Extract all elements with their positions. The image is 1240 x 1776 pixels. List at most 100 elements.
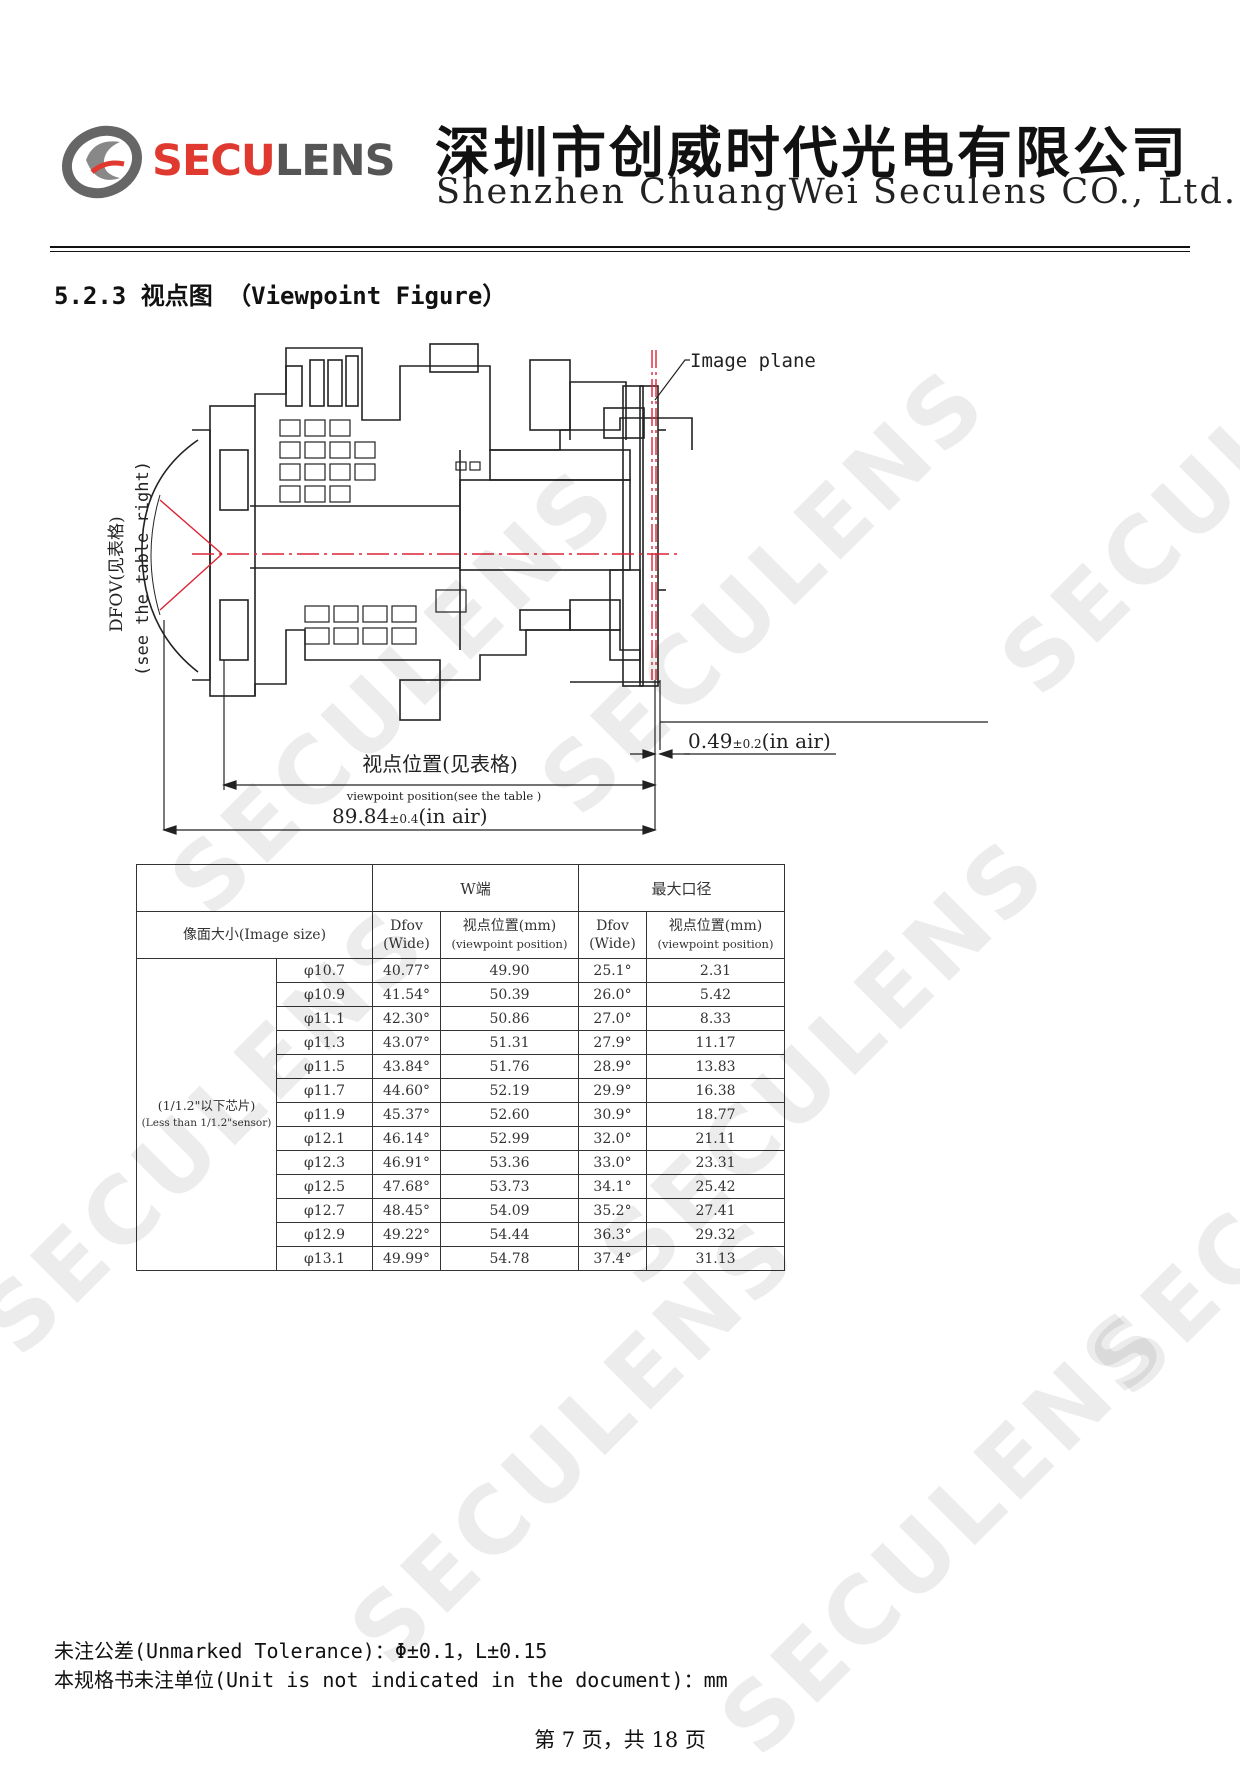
dfov-header-text: Dfov (596, 918, 629, 934)
viewpoint-header-sub: (viewpoint position) (657, 937, 774, 951)
max-viewpoint-cell: 25.42 (646, 1174, 785, 1199)
table-body: (1/1.2"以下芯片) (Less than 1/1.2"sensor) φ10.… (136, 958, 785, 1271)
max-dfov-cell: 28.9° (578, 1054, 647, 1079)
w-viewpoint-cell: 54.09 (440, 1198, 579, 1223)
tolerance-note: 未注公差(Unmarked Tolerance)：Φ±0.1，L±0.15 (54, 1639, 548, 1663)
brand-wordmark: SECULENS (152, 136, 396, 186)
image-size-header: 像面大小(Image size) (136, 911, 373, 959)
sensor-group-label: (1/1.2"以下芯片) (157, 1098, 256, 1113)
length-value: 89.84 (332, 804, 389, 828)
image-size-cell: φ10.7 (276, 958, 373, 983)
dfov-header: Dfov(Wide) (578, 911, 647, 959)
max-viewpoint-cell: 16.38 (646, 1078, 785, 1103)
w-dfov-cell: 43.07° (372, 1030, 441, 1055)
image-size-cell: φ11.5 (276, 1054, 373, 1079)
image-size-cell: φ12.5 (276, 1174, 373, 1199)
max-dfov-cell: 36.3° (578, 1222, 647, 1247)
w-dfov-cell: 47.68° (372, 1174, 441, 1199)
offset-value: 0.49 (688, 729, 733, 753)
w-dfov-cell: 42.30° (372, 1006, 441, 1031)
dfov-sub-label: (see the table right) (133, 461, 153, 676)
offset-tolerance: ±0.2 (733, 737, 762, 751)
w-viewpoint-cell: 51.31 (440, 1030, 579, 1055)
max-viewpoint-cell: 13.83 (646, 1054, 785, 1079)
sensor-group-sub: (Less than 1/1.2"sensor) (141, 1117, 272, 1129)
image-size-cell: φ12.7 (276, 1198, 373, 1223)
w-viewpoint-cell: 50.39 (440, 982, 579, 1007)
section-title: 5.2.3 视点图 （Viewpoint Figure） (54, 282, 507, 310)
w-viewpoint-cell: 49.90 (440, 958, 579, 983)
w-viewpoint-cell: 54.44 (440, 1222, 579, 1247)
watermark: SECULENS (1070, 927, 1240, 1416)
brand-red: SECU (152, 136, 276, 186)
max-viewpoint-cell: 11.17 (646, 1030, 785, 1055)
image-size-cell: φ12.1 (276, 1126, 373, 1151)
length-unit: (in air) (418, 804, 487, 828)
max-viewpoint-cell: 21.11 (646, 1126, 785, 1151)
corner-cell (136, 864, 373, 912)
image-size-cell: φ11.7 (276, 1078, 373, 1103)
max-viewpoint-cell: 27.41 (646, 1198, 785, 1223)
company-name-en: Shenzhen ChuangWei Seculens CO., Ltd. (436, 172, 1237, 212)
max-dfov-cell: 26.0° (578, 982, 647, 1007)
image-size-cell: φ12.9 (276, 1222, 373, 1247)
w-viewpoint-cell: 52.99 (440, 1126, 579, 1151)
max-viewpoint-cell: 8.33 (646, 1006, 785, 1031)
sensor-group-cell: (1/1.2"以下芯片) (Less than 1/1.2"sensor) (136, 958, 277, 1271)
seculens-logo-icon (62, 125, 143, 199)
image-size-cell: φ12.3 (276, 1150, 373, 1175)
max-dfov-cell: 27.9° (578, 1030, 647, 1055)
image-size-cell: φ10.9 (276, 982, 373, 1007)
dfov-header-text: Dfov (390, 918, 423, 934)
w-viewpoint-cell: 53.36 (440, 1150, 579, 1175)
w-dfov-cell: 48.45° (372, 1198, 441, 1223)
viewpoint-table: W端 最大口径 像面大小(Image size) Dfov (Wide) 视点位置… (136, 864, 785, 1271)
viewpoint-header: 视点位置(mm) (viewpoint position) (646, 911, 785, 959)
w-viewpoint-cell: 51.76 (440, 1054, 579, 1079)
image-size-cell: φ11.9 (276, 1102, 373, 1127)
w-viewpoint-cell: 54.78 (440, 1246, 579, 1271)
viewpoint-header-text: 视点位置(mm) (668, 918, 763, 934)
viewpoint-header-text: 视点位置(mm) (462, 918, 557, 934)
max-viewpoint-cell: 29.32 (646, 1222, 785, 1247)
image-size-cell: φ11.1 (276, 1006, 373, 1031)
max-aperture-header: 最大口径 (578, 864, 785, 912)
viewpoint-header: 视点位置(mm)(viewpoint position) (440, 911, 579, 959)
max-dfov-cell: 30.9° (578, 1102, 647, 1127)
w-end-header: W端 (372, 864, 579, 912)
max-dfov-cell: 33.0° (578, 1150, 647, 1175)
dfov-header: Dfov (Wide) (372, 911, 441, 959)
max-viewpoint-cell: 31.13 (646, 1246, 785, 1271)
table-row: (1/1.2"以下芯片) (Less than 1/1.2"sensor) φ10.… (136, 958, 785, 1271)
max-dfov-cell: 29.9° (578, 1078, 647, 1103)
max-viewpoint-cell: 5.42 (646, 982, 785, 1007)
offset-unit: (in air) (762, 729, 831, 753)
viewpoint-position-label-cn: 视点位置(见表格) (362, 752, 518, 776)
max-viewpoint-cell: 2.31 (646, 958, 785, 983)
max-dfov-cell: 32.0° (578, 1126, 647, 1151)
max-dfov-cell: 35.2° (578, 1198, 647, 1223)
max-dfov-cell: 37.4° (578, 1246, 647, 1271)
page-number: 第 7 页，共 18 页 (534, 1728, 706, 1752)
dfov-label: DFOV(见表格) (107, 516, 127, 632)
w-viewpoint-cell: 52.60 (440, 1102, 579, 1127)
company-name-cn: 深圳市创威时代光电有限公司 (435, 121, 1190, 185)
w-viewpoint-cell: 50.86 (440, 1006, 579, 1031)
image-size-cell: φ11.3 (276, 1030, 373, 1055)
max-viewpoint-cell: 23.31 (646, 1150, 785, 1175)
w-dfov-cell: 45.37° (372, 1102, 441, 1127)
w-dfov-cell: 46.14° (372, 1126, 441, 1151)
dfov-header-sub: (Wide) (383, 936, 430, 952)
svg-text:89.84±0.4(in air): 89.84±0.4(in air) (332, 804, 488, 828)
max-dfov-cell: 34.1° (578, 1174, 647, 1199)
w-dfov-cell: 49.22° (372, 1222, 441, 1247)
length-tolerance: ±0.4 (389, 812, 419, 826)
viewpoint-figure: Image plane DFOV(见表格) (see the table rig… (107, 343, 988, 835)
w-dfov-cell: 40.77° (372, 958, 441, 983)
unit-note: 本规格书未注单位(Unit is not indicated in the do… (54, 1668, 728, 1692)
watermark: SECULENS (700, 1287, 1189, 1776)
